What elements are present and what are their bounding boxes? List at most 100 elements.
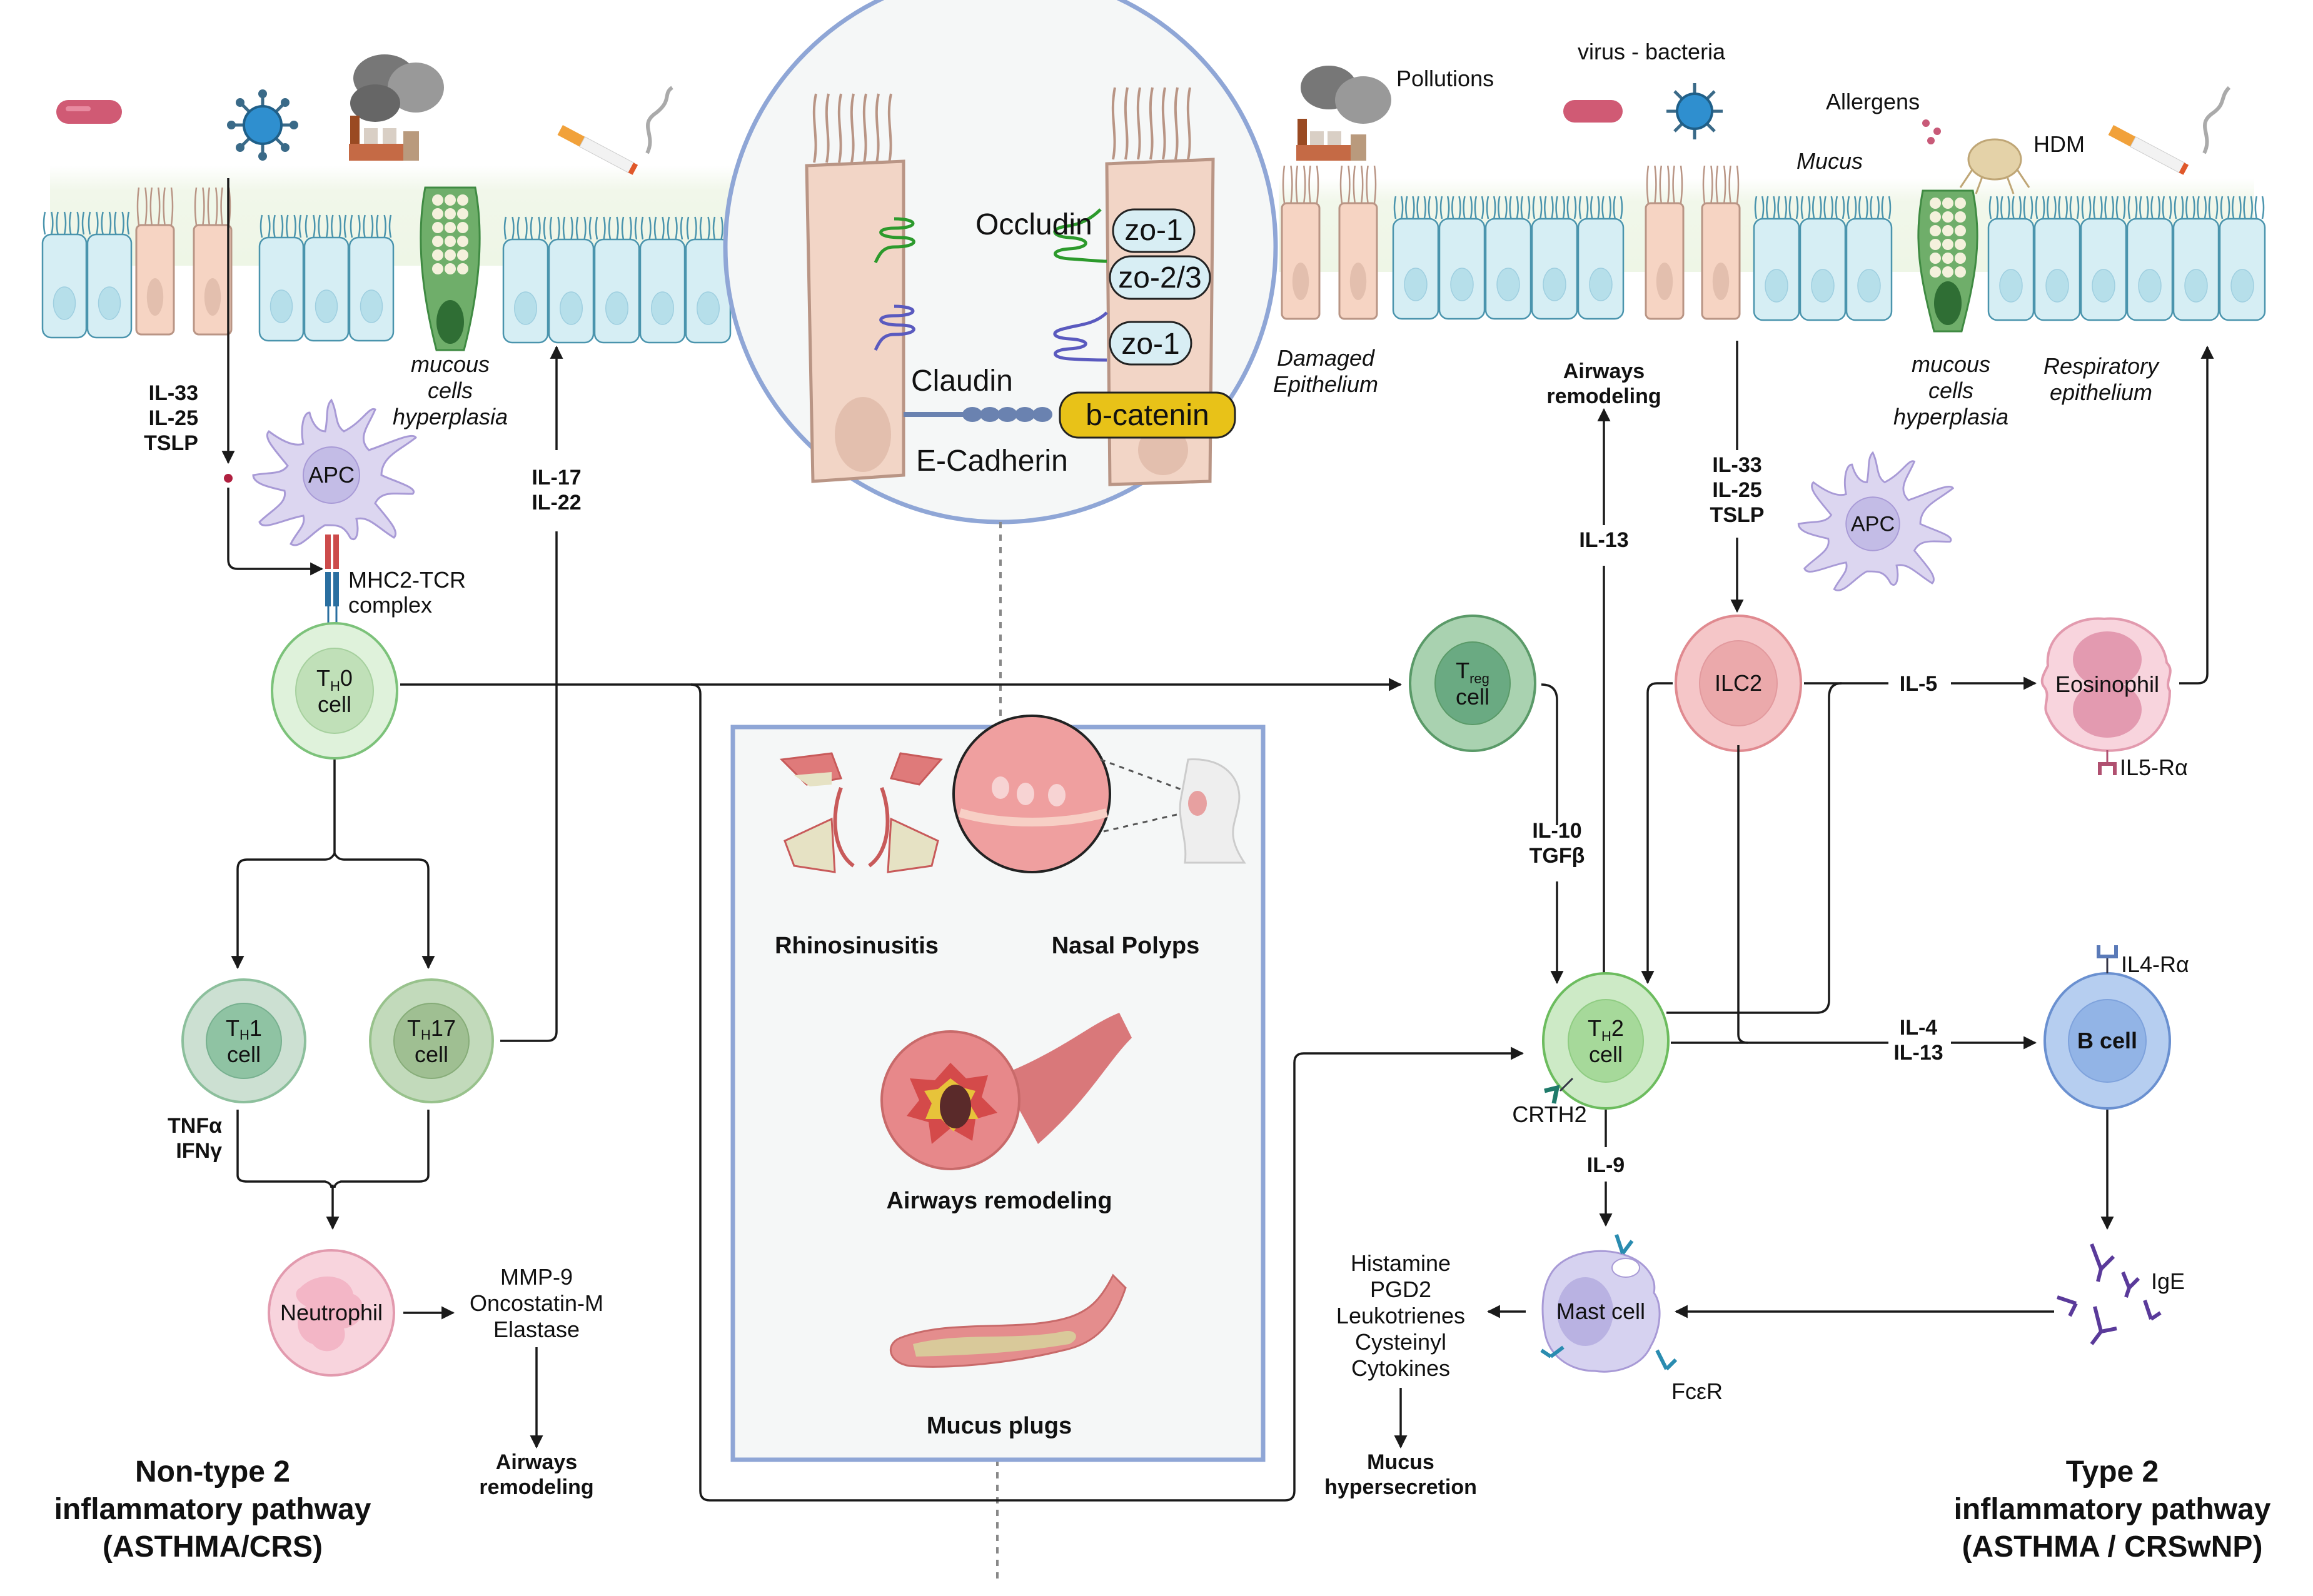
svg-text:TH2: TH2 [1588,1015,1624,1044]
il10-tgfb-label: IL-10 TGFβ [1529,819,1585,868]
svg-text:Oncostatin-M: Oncostatin-M [470,1290,603,1316]
neutrophil-cell: Neutrophil [268,1249,395,1377]
non-type2-pathway-title: Non-type 2 inflammatory pathway (ASTHMA/… [54,1455,371,1563]
epithelial-cell [2033,196,2081,321]
rhinosinusitis-label: Rhinosinusitis [775,933,939,959]
bacteria-icon [56,100,122,124]
b-catenin-badge: b-catenin [1059,391,1236,439]
il5-label: IL-5 [1900,672,1937,696]
mast-cell-products: Histamine PGD2 Leukotrienes Cysteinyl Cy… [1336,1250,1465,1381]
edge-eosinophil-to-epithelium [2179,345,2214,685]
svg-text:epithelium: epithelium [2050,379,2152,405]
epithelial-cell [685,216,732,344]
damaged-epithelial-cell [1281,165,1321,320]
svg-text:Mast cell: Mast cell [1556,1298,1645,1324]
il4ra-label: IL4-Rα [2121,951,2189,977]
svg-text:Damaged: Damaged [1277,345,1375,371]
type2-pathway-title: Type 2 inflammatory pathway (ASTHMA / CR… [1954,1455,2271,1563]
svg-text:TSLP: TSLP [1710,503,1765,527]
il5ra-label: IL5-Rα [2120,755,2188,780]
epithelial-cell [258,214,305,342]
epithelial-cell [593,216,640,344]
mucous-goblet-cell [1917,189,1978,333]
epithelial-cytokines-right: IL-33 IL-25 TSLP [1710,453,1765,527]
zo1-bottom-badge: zo-1 [1109,321,1192,366]
fcer-label: FcεR [1671,1378,1723,1404]
epithelial-cell [1753,196,1800,321]
ige-antibodies-icon [2057,1243,2162,1345]
epithelial-cell [1484,196,1532,320]
svg-text:complex: complex [348,592,432,618]
airways-remodeling-label-right: Airways remodeling [1546,359,1661,408]
e-cadherin-label: E-Cadherin [916,444,1068,478]
svg-text:Mucus: Mucus [1367,1450,1434,1474]
svg-text:APC: APC [308,462,355,488]
edge-th17-to-epithelium [500,531,558,1042]
apc-cell-right: APC [1797,451,1955,591]
damaged-epithelial-cell [1338,165,1378,320]
cigarette-icon-right [2108,125,2189,175]
il4ra-receptor-icon [2097,945,2118,973]
bacteria-icon-right [1563,100,1623,123]
cigarette-icon [557,125,638,175]
epithelial-cell [1845,196,1893,321]
svg-text:hypersecretion: hypersecretion [1324,1475,1477,1499]
ige-label: IgE [2151,1268,2185,1294]
mucus-plug-illustration [889,1273,1127,1368]
pollutions-label: Pollutions [1396,66,1494,91]
eosinophil-cell: Eosinophil [2040,617,2172,752]
zo1-top-badge: zo-1 [1112,208,1196,253]
edge-th1-to-neutrophil [236,1110,333,1188]
tight-junction-inset: zo-1 zo-2/3 zo-1 b-catenin Occludin Clau… [723,0,1278,524]
epithelial-cell [86,211,133,339]
il4-il13-label: IL-4 IL-13 [1893,1016,1943,1065]
svg-text:Respiratory: Respiratory [2043,353,2160,379]
svg-text:MHC2-TCR: MHC2-TCR [348,567,466,593]
svg-text:inflammatory pathway: inflammatory pathway [54,1493,371,1526]
svg-text:IL-22: IL-22 [532,491,581,514]
mhc2-tcr-label: MHC2-TCR complex [348,567,466,618]
svg-text:PGD2: PGD2 [1370,1277,1431,1302]
epithelial-cell [41,211,88,339]
epithelial-cell [1799,196,1847,321]
mast-cell: Mast cell [1541,1250,1661,1373]
epithelial-cell [1577,196,1625,320]
svg-text:APC: APC [1851,512,1895,536]
epithelial-cell [2126,196,2174,321]
svg-text:cells: cells [428,378,473,403]
svg-text:inflammatory pathway: inflammatory pathway [1954,1493,2271,1526]
epithelial-cytokines-left: IL-33 IL-25 TSLP [144,381,198,455]
svg-text:IL-33: IL-33 [1712,453,1761,477]
svg-text:IFNγ: IFNγ [176,1139,222,1163]
crth2-label: CRTH2 [1512,1102,1586,1127]
svg-text:IL-17: IL-17 [532,466,581,489]
svg-text:hyperplasia: hyperplasia [393,404,508,429]
virus-icon-right [1666,83,1723,139]
nasal-polyps-label: Nasal Polyps [1052,933,1200,959]
svg-text:IL-4: IL-4 [1900,1016,1938,1040]
svg-text:remodeling: remodeling [1546,384,1661,408]
svg-text:mucous: mucous [1912,351,1990,377]
svg-text:cell: cell [227,1041,261,1067]
svg-text:TH0: TH0 [316,665,353,694]
respiratory-epithelium-label: Respiratory epithelium [2043,353,2160,405]
svg-text:TSLP: TSLP [144,431,198,455]
svg-text:(ASTHMA/CRS): (ASTHMA/CRS) [103,1530,323,1563]
svg-text:cell: cell [318,691,351,717]
svg-text:TNFα: TNFα [168,1114,222,1138]
epithelial-cell [639,216,686,344]
epithelial-cell [1987,196,2035,321]
svg-text:IL-25: IL-25 [149,406,198,430]
zo23-badge: zo-2/3 [1109,255,1211,300]
edge-th0-to-th1 [231,853,336,970]
edge-th2-to-il5 [1666,682,1842,1014]
svg-text:Non-type 2: Non-type 2 [135,1455,290,1488]
edge-ilc2-to-bcell [1737,745,1748,1044]
il17-il22-label: IL-17 IL-22 [532,466,581,514]
mhc2-tcr-complex-icon [325,535,339,625]
neutrophil-products: MMP-9 Oncostatin-M Elastase [470,1264,603,1342]
svg-text:zo-2/3: zo-2/3 [1118,261,1201,294]
svg-text:remodeling: remodeling [479,1475,593,1499]
edge-th0-to-th17 [333,853,435,970]
